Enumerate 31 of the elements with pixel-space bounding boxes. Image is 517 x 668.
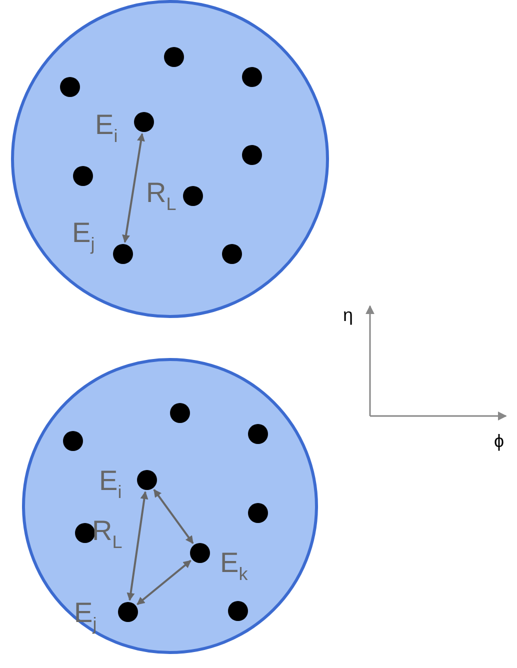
- double-arrow: [136, 560, 192, 606]
- double-arrow: [122, 133, 145, 243]
- point-dot: [170, 403, 190, 423]
- point-dot: [118, 602, 138, 622]
- point-dot: [183, 186, 203, 206]
- point-dot: [73, 166, 93, 186]
- edge-label: R$_{L}$: [92, 516, 122, 554]
- point-dot: [190, 543, 210, 563]
- point-dot: [113, 244, 133, 264]
- point-label: E$_{k}$: [220, 548, 248, 586]
- point-dot: [60, 77, 80, 97]
- point-dot: [75, 523, 95, 543]
- point-dot: [248, 424, 268, 444]
- point-label: E$_{i}$: [99, 466, 122, 504]
- axis-label: ϕ: [494, 430, 504, 452]
- point-label: E$_{i}$: [95, 110, 118, 148]
- axis-label: η: [343, 304, 354, 326]
- point-dot: [164, 47, 184, 67]
- point-dot: [134, 112, 154, 132]
- double-arrow: [126, 491, 148, 601]
- point-dot: [242, 145, 262, 165]
- point-dot: [242, 67, 262, 87]
- point-dot: [63, 431, 83, 451]
- point-label: E$_{j}$: [72, 218, 95, 256]
- point-label: E$_{j}$: [74, 598, 97, 636]
- point-dot: [137, 470, 157, 490]
- point-dot: [228, 601, 248, 621]
- edge-label: R$_{L}$: [146, 178, 176, 216]
- point-dot: [222, 244, 242, 264]
- point-dot: [248, 503, 268, 523]
- double-arrow: [153, 489, 194, 544]
